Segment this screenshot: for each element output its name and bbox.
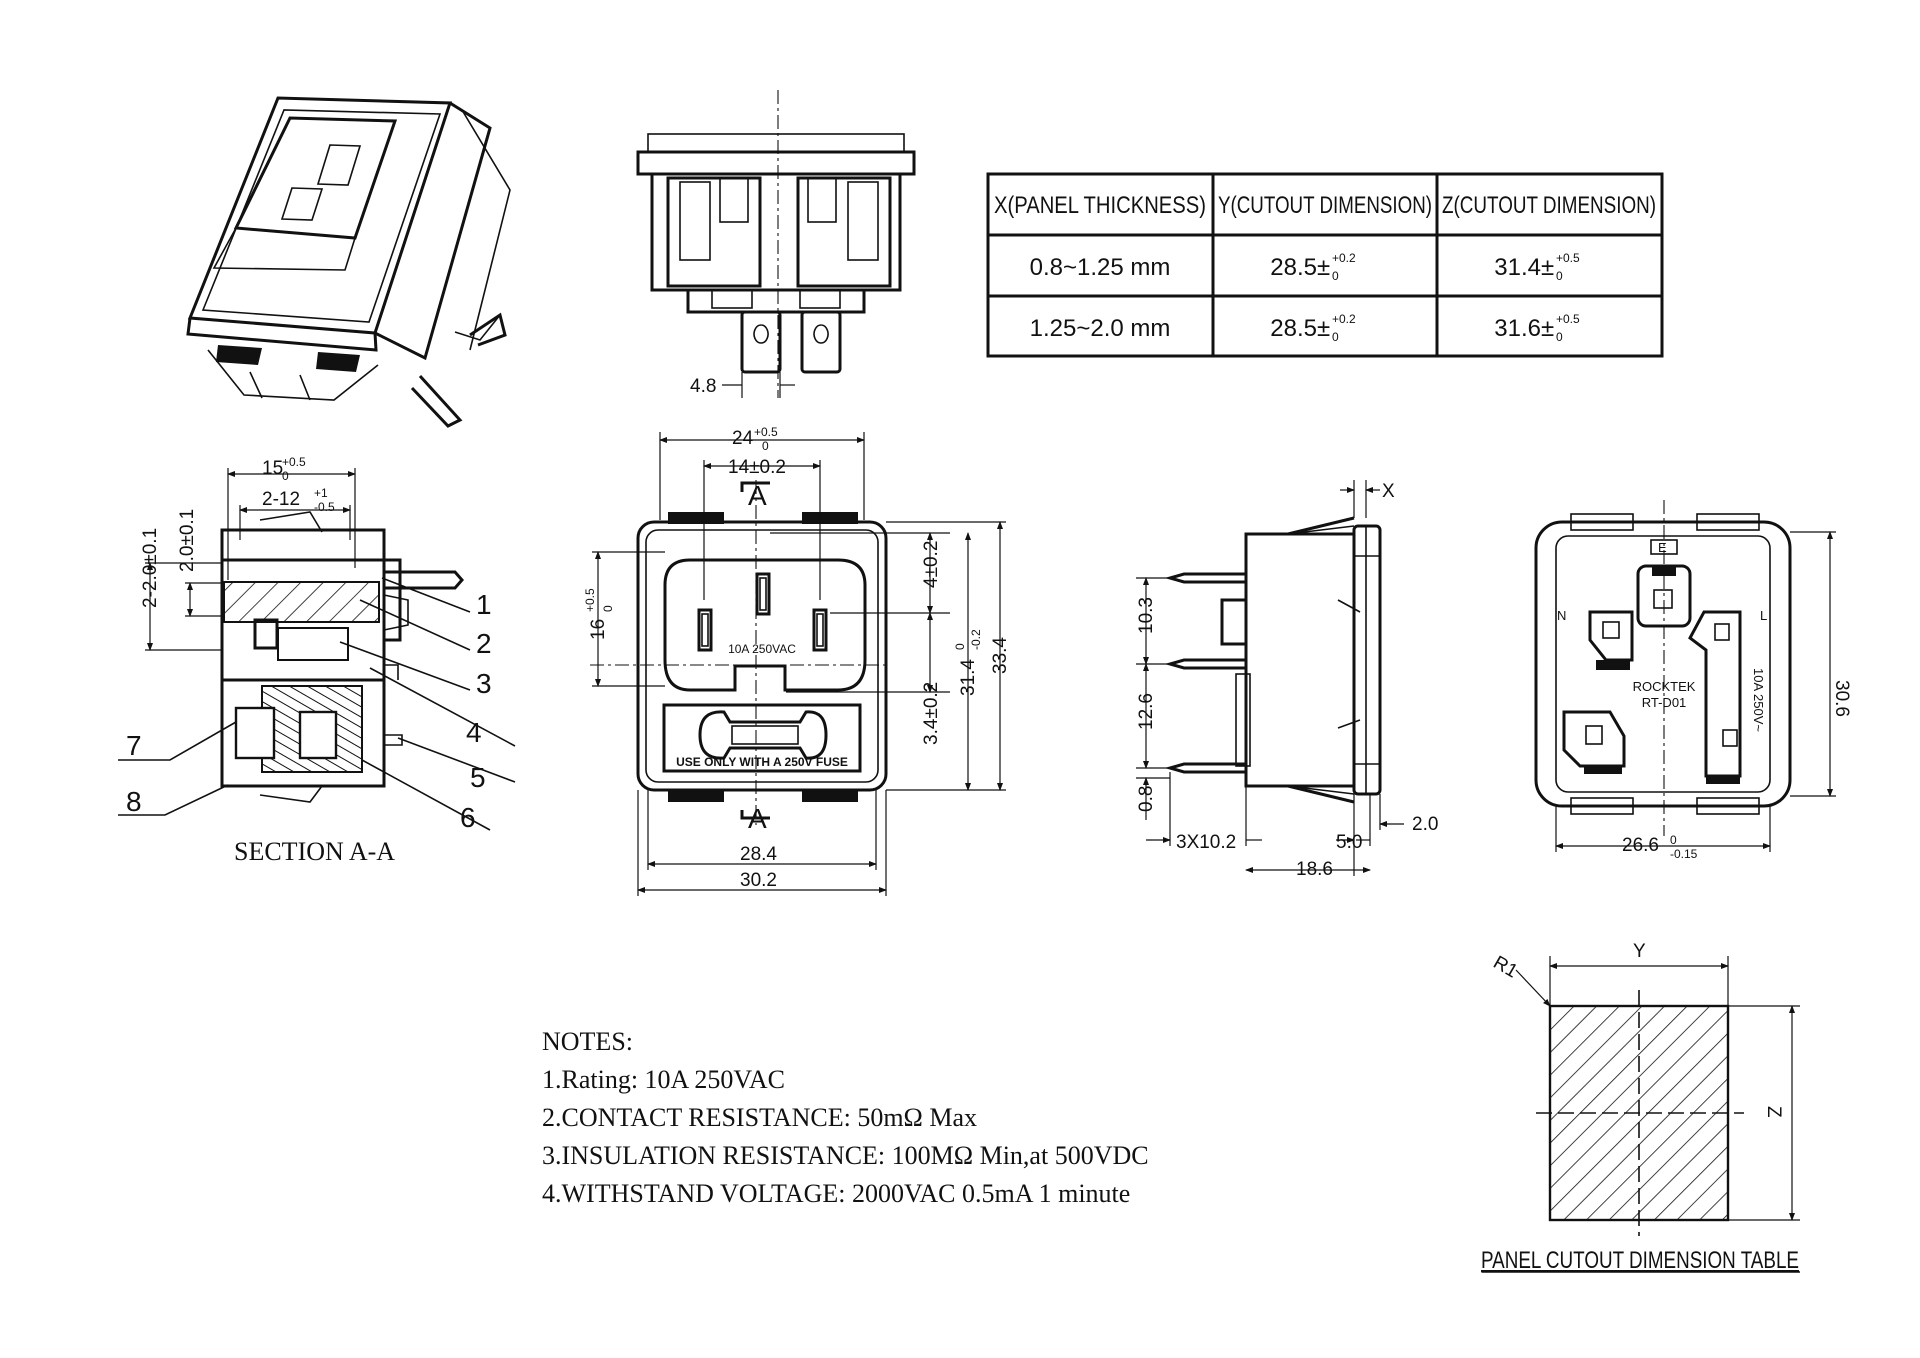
- table-row2-y-upper: +0.2: [1332, 312, 1356, 326]
- side-dim-2-0: 2.0: [1412, 814, 1438, 835]
- note-item-1: 1.Rating: 10A 250VAC: [542, 1065, 785, 1094]
- cutout-label-y: Y: [1633, 941, 1646, 962]
- side-dim-18-6: 18.6: [1296, 859, 1333, 880]
- front-dim-4: 4±0.2: [921, 541, 942, 588]
- svg-text:-0.5: -0.5: [314, 500, 335, 514]
- front-dim-33-4: 33.4: [990, 637, 1011, 674]
- notes-block: NOTES: 1.Rating: 10A 250VAC 2.CONTACT RE…: [542, 1027, 1149, 1208]
- cutout-label-z: Z: [1763, 1106, 1784, 1118]
- svg-text:+0.5: +0.5: [754, 425, 778, 439]
- front-rating-label: 10A 250VAC: [728, 642, 796, 656]
- back-dim-30-6: 30.6: [1831, 680, 1852, 717]
- front-dim-31-4: 31.4: [958, 659, 979, 696]
- section-mark-top: A: [748, 480, 767, 511]
- back-brand: ROCKTEK: [1633, 679, 1696, 694]
- table-row2-z-lower: 0: [1556, 330, 1563, 344]
- table-row1-y-upper: +0.2: [1332, 251, 1356, 265]
- svg-text:0: 0: [1670, 833, 1677, 847]
- front-dim-24: 24: [732, 428, 754, 449]
- side-view: X 10.3 12.6 0.8 3X10.2 5.0 2.0 18.6: [1136, 480, 1438, 880]
- section-title: SECTION A-A: [234, 837, 395, 866]
- svg-text:±: ±: [1541, 315, 1554, 342]
- section-dim-2: 2.0±0.1: [177, 509, 198, 572]
- back-earth-label: E: [1658, 540, 1667, 555]
- pin-width-dim: 4.8: [690, 376, 716, 397]
- table-row1-y-lower: 0: [1332, 269, 1339, 283]
- note-item-4: 4.WITHSTAND VOLTAGE: 2000VAC 0.5mA 1 min…: [542, 1179, 1130, 1208]
- section-a-a-view: 15 +0.5 0 2-12 +1 -0.5 2-2.0±0.1 2.0±0.1…: [118, 455, 516, 866]
- table-row1-y: 28.5: [1270, 254, 1317, 281]
- svg-text:2: 2: [476, 628, 492, 659]
- back-view: E N L ROCKTEK RT-D01 10A 250V~ 30.6 26.6…: [1534, 500, 1852, 861]
- side-dim-10-3: 10.3: [1136, 597, 1157, 634]
- section-dim-2-2: 2-2.0±0.1: [140, 528, 161, 608]
- cutout-caption: PANEL CUTOUT DIMENSION TABLE: [1481, 1247, 1799, 1274]
- table-header-y: Y(CUTOUT DIMENSION): [1218, 192, 1432, 219]
- side-dim-3x10-2: 3X10.2: [1176, 832, 1236, 853]
- table-row2-y: 28.5: [1270, 315, 1317, 342]
- svg-text:+0.5: +0.5: [583, 588, 597, 612]
- back-dim-26-6: 26.6: [1622, 835, 1659, 856]
- table-header-x: X(PANEL THICKNESS): [994, 192, 1206, 219]
- svg-text:+0.5: +0.5: [282, 455, 306, 469]
- table-row2-y-lower: 0: [1332, 330, 1339, 344]
- table-row1-z-lower: 0: [1556, 269, 1563, 283]
- cutout-radius-label: R1: [1490, 952, 1522, 982]
- table-row1-z-upper: +0.5: [1556, 251, 1580, 265]
- table-row1-x: 0.8~1.25 mm: [1030, 254, 1171, 281]
- svg-text:4: 4: [466, 717, 482, 748]
- front-dim-14: 14±0.2: [728, 457, 786, 478]
- svg-text:0: 0: [762, 439, 769, 453]
- back-live-label: L: [1760, 608, 1767, 623]
- front-view: 10A 250VAC USE ONLY WITH A 250V FUSE A A…: [583, 425, 1011, 896]
- panel-cutout-diagram: Y Z R1 PANEL CUTOUT DIMENSION TABLE: [1481, 941, 1800, 1274]
- table-row2-z: 31.6: [1494, 315, 1541, 342]
- front-dim-30-2: 30.2: [740, 870, 777, 891]
- back-neutral-label: N: [1557, 608, 1566, 623]
- note-item-2: 2.CONTACT RESISTANCE: 50mΩ Max: [542, 1103, 977, 1132]
- section-dim-15: 15: [262, 458, 283, 479]
- svg-text:±: ±: [1541, 254, 1554, 281]
- svg-text:±: ±: [1317, 254, 1330, 281]
- svg-text:3: 3: [476, 668, 492, 699]
- section-dim-2-12: 2-12: [262, 489, 300, 510]
- svg-text:0: 0: [282, 469, 289, 483]
- svg-text:0: 0: [601, 605, 615, 612]
- notes-title: NOTES:: [542, 1027, 633, 1056]
- top-view: 4.8: [636, 90, 916, 398]
- back-model: RT-D01: [1642, 695, 1687, 710]
- svg-text:7: 7: [126, 730, 142, 761]
- note-item-3: 3.INSULATION RESISTANCE: 100MΩ Min,at 50…: [542, 1141, 1149, 1170]
- front-dim-16: 16: [588, 619, 609, 640]
- isometric-view: [186, 96, 511, 428]
- table-row2-x: 1.25~2.0 mm: [1030, 315, 1171, 342]
- table-row2-z-upper: +0.5: [1556, 312, 1580, 326]
- svg-text:1: 1: [476, 589, 492, 620]
- svg-text:0: 0: [953, 643, 967, 650]
- front-fuse-warning: USE ONLY WITH A 250V FUSE: [676, 755, 848, 769]
- svg-text:±: ±: [1317, 315, 1330, 342]
- svg-text:6: 6: [460, 802, 476, 833]
- dimension-table: X(PANEL THICKNESS) Y(CUTOUT DIMENSION) Z…: [986, 172, 1664, 358]
- side-dim-5-0: 5.0: [1336, 832, 1362, 853]
- svg-text:8: 8: [126, 786, 142, 817]
- back-rating: 10A 250V~: [1751, 668, 1766, 732]
- svg-text:+1: +1: [314, 486, 328, 500]
- table-row1-z: 31.4: [1494, 254, 1541, 281]
- svg-text:5: 5: [470, 762, 486, 793]
- side-dim-12-6: 12.6: [1136, 693, 1157, 730]
- front-dim-28-4: 28.4: [740, 844, 777, 865]
- side-dim-x: X: [1382, 481, 1395, 502]
- svg-text:-0.2: -0.2: [969, 629, 983, 650]
- table-header-z: Z(CUTOUT DIMENSION): [1442, 192, 1656, 219]
- side-dim-0-8: 0.8: [1136, 786, 1157, 812]
- svg-text:-0.15: -0.15: [1670, 847, 1698, 861]
- front-dim-3-4: 3.4±0.2: [921, 682, 942, 745]
